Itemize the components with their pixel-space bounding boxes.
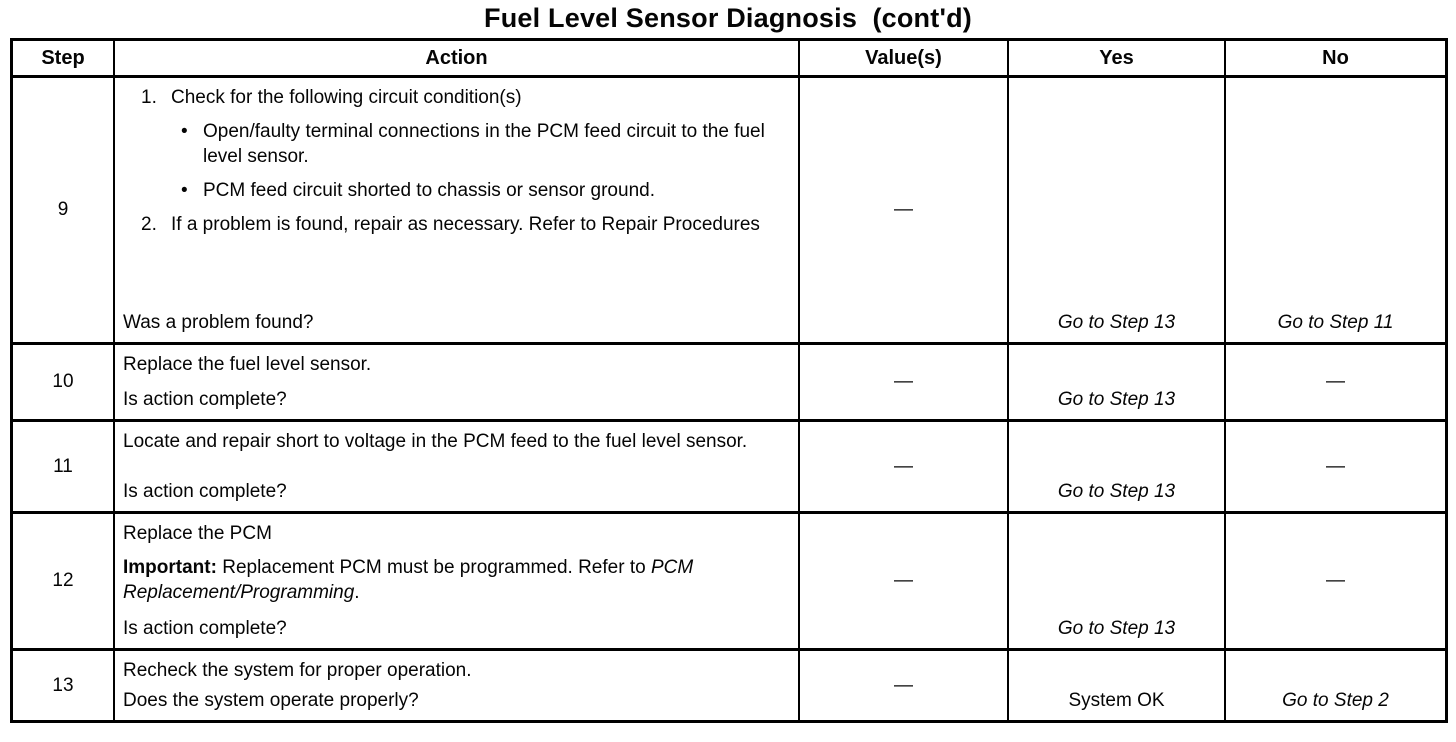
header-values: Value(s) xyxy=(798,41,1007,75)
action-block: Locate and repair short to voltage in th… xyxy=(123,429,788,454)
action-cell: Locate and repair short to voltage in th… xyxy=(113,422,798,511)
table-row: 9 1. Check for the following circuit condi… xyxy=(13,78,1445,345)
answer-text: Go to Step 2 xyxy=(1282,690,1389,711)
action-block: Replace the fuel level sensor. xyxy=(123,352,788,377)
step-cell: 12 xyxy=(52,570,74,591)
yes-cell: Go to Step 13 xyxy=(1007,345,1224,419)
table-row: 11 Locate and repair short to voltage in … xyxy=(13,422,1445,514)
header-step: Step xyxy=(41,46,85,69)
action-block: Is action complete? xyxy=(123,387,788,412)
answer-text: Go to Step 13 xyxy=(1057,312,1176,333)
action-cell: 1. Check for the following circuit condit… xyxy=(113,78,798,342)
action-cell: Replace the PCM Important: Replacement PC… xyxy=(113,514,798,648)
value-cell: — xyxy=(798,345,1007,419)
no-cell: Go to Step 2 xyxy=(1224,651,1445,720)
answer-text: System OK xyxy=(1068,690,1165,711)
diagnosis-table: Step Action Value(s) Yes No 9 1. Check for… xyxy=(10,38,1448,723)
action-block: Was a problem found? xyxy=(123,310,788,335)
value-cell: — xyxy=(798,651,1007,720)
action-text: Important: Replacement PCM must be progr… xyxy=(123,557,694,603)
header-action: Action xyxy=(113,41,798,75)
action-text: Is action complete? xyxy=(123,481,287,502)
no-cell: — xyxy=(1224,422,1445,511)
action-block: • PCM feed circuit shorted to chassis or … xyxy=(181,178,788,203)
answer-text: Go to Step 13 xyxy=(1057,618,1176,639)
action-block: Important: Replacement PCM must be progr… xyxy=(123,555,788,605)
action-block: Does the system operate properly? xyxy=(123,688,788,713)
header-yes: Yes xyxy=(1007,41,1224,75)
action-block: Is action complete? xyxy=(123,479,788,504)
yes-cell: Go to Step 13 xyxy=(1007,78,1224,342)
dash: — xyxy=(894,455,913,477)
action-text: If a problem is found, repair as necessa… xyxy=(171,214,760,235)
action-text: Open/faulty terminal connections in the … xyxy=(203,121,765,167)
yes-cell: Go to Step 13 xyxy=(1007,514,1224,648)
dash: — xyxy=(894,674,913,696)
dash: — xyxy=(1326,570,1345,591)
page-title: Fuel Level Sensor Diagnosis (cont'd) xyxy=(484,3,972,33)
no-cell: — xyxy=(1224,345,1445,419)
action-text: Replace the PCM xyxy=(123,523,272,544)
answer-text: Go to Step 13 xyxy=(1057,481,1176,502)
step-cell: 11 xyxy=(53,455,73,477)
action-block: Recheck the system for proper operation. xyxy=(123,658,788,683)
table-row: 10 Replace the fuel level sensor. Is actio… xyxy=(13,345,1445,422)
dash: — xyxy=(894,570,913,591)
dash: — xyxy=(894,371,913,392)
value-cell: — xyxy=(798,422,1007,511)
yes-cell: System OK xyxy=(1007,651,1224,720)
dash: — xyxy=(1326,371,1345,392)
action-block: Replace the PCM xyxy=(123,521,788,546)
action-block: Is action complete? xyxy=(123,616,788,641)
step-cell: 13 xyxy=(52,674,74,696)
action-text: PCM feed circuit shorted to chassis or s… xyxy=(203,180,655,201)
list-marker: 2. xyxy=(141,214,157,235)
action-text: Is action complete? xyxy=(123,618,287,639)
action-text: Replace the fuel level sensor. xyxy=(123,354,372,375)
value-cell: — xyxy=(798,514,1007,648)
list-marker: 1. xyxy=(141,87,157,108)
table-row: 13 Recheck the system for proper operatio… xyxy=(13,651,1445,720)
action-block: 1. Check for the following circuit condit… xyxy=(141,85,788,110)
table-header-row: Step Action Value(s) Yes No xyxy=(13,41,1445,78)
table-body: 9 1. Check for the following circuit condi… xyxy=(13,78,1445,720)
table-row: 12 Replace the PCM Important: Replacement … xyxy=(13,514,1445,651)
list-marker: • xyxy=(181,180,188,201)
action-cell: Replace the fuel level sensor. Is action … xyxy=(113,345,798,419)
yes-cell: Go to Step 13 xyxy=(1007,422,1224,511)
answer-text: Go to Step 13 xyxy=(1057,389,1176,410)
no-cell: — xyxy=(1224,514,1445,648)
action-cell: Recheck the system for proper operation.… xyxy=(113,651,798,720)
action-text: Locate and repair short to voltage in th… xyxy=(123,431,748,452)
step-cell: 10 xyxy=(52,371,74,392)
action-block: 2. If a problem is found, repair as neces… xyxy=(141,212,788,237)
value-cell: — xyxy=(798,78,1007,342)
list-marker: • xyxy=(181,121,188,142)
answer-text: Go to Step 11 xyxy=(1277,312,1394,333)
action-text: Is action complete? xyxy=(123,389,287,410)
dash: — xyxy=(894,199,913,220)
step-cell: 9 xyxy=(57,199,69,220)
action-text: Was a problem found? xyxy=(123,312,314,333)
header-no: No xyxy=(1224,41,1445,75)
no-cell: Go to Step 11 xyxy=(1224,78,1445,342)
action-text: Check for the following circuit conditio… xyxy=(171,87,522,108)
action-text: Does the system operate properly? xyxy=(123,690,419,711)
dash: — xyxy=(1326,455,1345,477)
action-block: • Open/faulty terminal connections in the… xyxy=(181,119,788,169)
action-text: Recheck the system for proper operation. xyxy=(123,660,472,681)
